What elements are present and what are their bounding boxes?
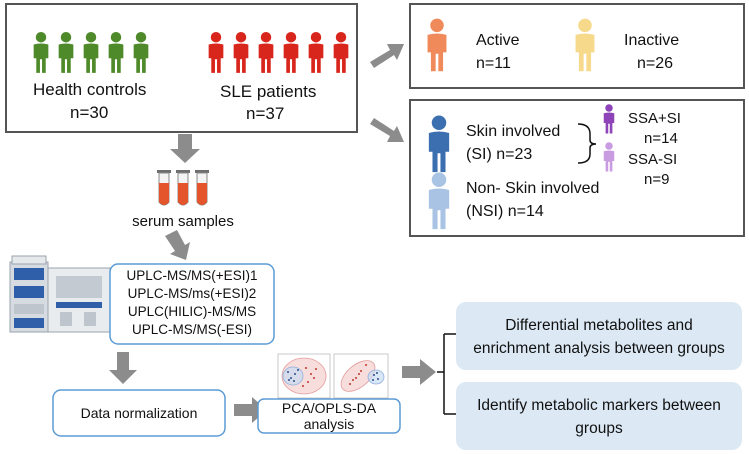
health-controls-label: Health controls (33, 80, 146, 99)
lc-ms-instrument-icon (9, 255, 111, 333)
subgroup-bracket (577, 123, 597, 164)
output-1-line1: Differential metabolites and (505, 317, 693, 334)
normalization-label: Data normalization (81, 405, 198, 421)
inactive-count: n=26 (637, 55, 673, 72)
method-3: UPLC(HILIC)-MS/MS (128, 304, 256, 319)
output-1-line2: enrichment analysis between groups (473, 340, 725, 357)
output-2-line1: Identify metabolic markers between (477, 397, 721, 414)
active-label: Active (476, 32, 520, 49)
arrow-to-skin (370, 118, 404, 142)
pca-label-line2: analysis (304, 416, 355, 432)
output-box-markers (456, 382, 742, 450)
serum-tubes-icon (157, 170, 209, 206)
output-2-line2: groups (575, 420, 623, 437)
ssa-positive-count: n=14 (644, 130, 678, 147)
health-controls-count: n=30 (70, 103, 108, 122)
ssa-negative-count: n=9 (644, 171, 669, 188)
method-1: UPLC-MS/MS(+ESI)1 (127, 268, 258, 283)
cohort-box (5, 3, 358, 133)
non-skin-involved-label: Non- Skin involved (466, 180, 599, 197)
pca-label-line1: PCA/OPLS-DA (282, 400, 377, 416)
arrow-down-to-samples (170, 134, 200, 163)
skin-involvement-box (409, 99, 745, 237)
active-count: n=11 (476, 55, 511, 72)
inactive-label: Inactive (624, 32, 679, 49)
arrow-to-activity (370, 44, 404, 68)
non-skin-involved-count: (NSI) n=14 (466, 203, 544, 220)
pca-score-plot-thumbnail (277, 353, 331, 399)
arrow-down-to-normalization (109, 352, 137, 384)
output-box-differential (456, 302, 742, 370)
sle-patients-count: n=37 (246, 104, 284, 123)
normalization-box (52, 389, 226, 437)
arrow-to-outputs (402, 359, 436, 385)
arrow-to-methods (165, 230, 190, 260)
serum-samples-label: serum samples (132, 213, 234, 230)
ssa-positive-label: SSA+SI (628, 110, 681, 127)
sle-patients-label: SLE patients (220, 82, 316, 101)
method-4: UPLC-MS/MS(-ESI) (132, 322, 252, 337)
outputs-bracket (437, 333, 456, 415)
method-2: UPLC-MS/ms(+ESI)2 (128, 286, 257, 301)
opls-da-score-plot-thumbnail (333, 353, 389, 399)
methods-box (109, 263, 275, 345)
pca-analysis-box (257, 398, 401, 434)
ssa-negative-label: SSA-SI (628, 151, 677, 168)
skin-involved-label: Skin involved (466, 123, 560, 140)
skin-involved-count: (SI) n=23 (466, 146, 532, 163)
